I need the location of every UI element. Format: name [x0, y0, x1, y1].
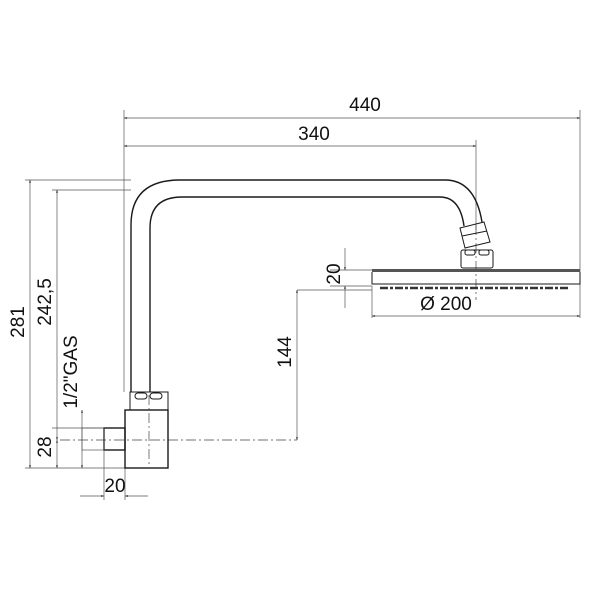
- dim-head-thickness: 20: [324, 263, 345, 284]
- dim-head-height: 144: [275, 336, 296, 368]
- shower-head: [371, 269, 581, 290]
- dim-head-diameter: Ø 200: [420, 294, 472, 315]
- dimension-lines: [29, 117, 580, 497]
- arm-nut: [459, 221, 494, 269]
- dim-thread: 1/2"GAS: [61, 335, 82, 408]
- wall-base: [81, 391, 169, 469]
- shower-arm: [130, 179, 483, 392]
- center-lines: [60, 225, 477, 465]
- dim-arm-height: 242,5: [35, 278, 56, 326]
- dim-inlet-height: 28: [35, 436, 56, 457]
- dim-inlet-depth: 20: [104, 476, 125, 497]
- dim-arm-length: 340: [298, 124, 330, 145]
- dim-overall-length: 440: [349, 95, 381, 116]
- extension-lines: [25, 110, 581, 500]
- dim-overall-height: 281: [8, 306, 29, 338]
